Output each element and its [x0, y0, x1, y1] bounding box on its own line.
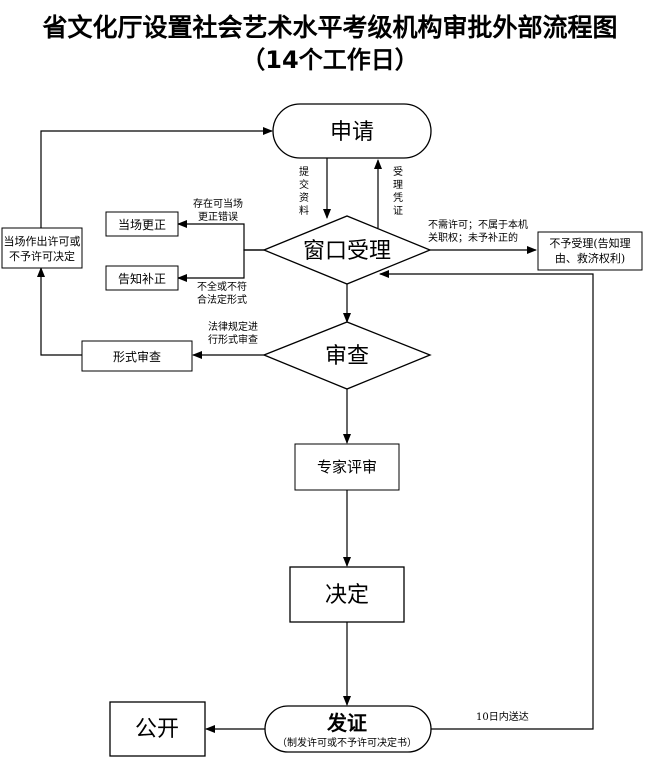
- label-receipt-2: 理: [393, 179, 403, 191]
- arrow-decision-to-apply: [40, 127, 273, 228]
- label-incomplete-1: 不全或不符: [197, 280, 247, 293]
- node-formal-review-label: 形式审查: [113, 349, 161, 364]
- arrow-onsite-correct: [177, 220, 264, 251]
- label-no-permit-2: 关职权；未予补正的: [428, 231, 518, 244]
- node-onsite-correct: [105, 211, 179, 237]
- arrow-notify-supplement: [177, 249, 264, 282]
- node-apply: [272, 103, 432, 159]
- label-can-correct-2: 更正错误: [198, 210, 238, 223]
- chart-title-line2: （14个工作日）: [241, 46, 419, 74]
- node-issue-sub: （制发许可或不予许可决定书）: [277, 736, 417, 749]
- node-apply-label: 申请: [330, 120, 374, 145]
- node-reject-line2: 由、救济权利): [555, 251, 625, 265]
- label-submit-4: 料: [299, 204, 309, 217]
- label-law-review-2: 行形式审查: [208, 333, 258, 346]
- label-can-correct-1: 存在可当场: [193, 197, 243, 210]
- label-receipt-4: 证: [393, 205, 403, 217]
- label-submit-1: 提: [299, 166, 309, 178]
- node-onsite-decision-line1: 当场作出许可或: [4, 234, 81, 248]
- node-reject: [537, 231, 643, 271]
- node-notify-supplement-label: 告知补正: [118, 272, 166, 286]
- node-window: [262, 215, 432, 285]
- label-submit-2: 交: [299, 178, 309, 191]
- arrow-formal-to-decision: [37, 267, 82, 356]
- connectors: [37, 127, 594, 733]
- node-issue: [264, 705, 432, 753]
- node-expert-label: 专家评审: [317, 458, 377, 476]
- node-publish: [109, 701, 206, 757]
- label-no-permit-1: 不需许可；不属于本机: [428, 218, 528, 231]
- node-onsite-decision-line2: 不予许可决定: [9, 249, 75, 263]
- node-decide-label: 决定: [325, 583, 369, 608]
- node-onsite-decision: [1, 227, 83, 269]
- node-formal-review: [81, 340, 193, 372]
- node-window-label: 窗口受理: [303, 239, 391, 264]
- node-notify-supplement: [105, 265, 179, 291]
- label-incomplete-2: 合法定形式: [197, 293, 247, 306]
- node-publish-label: 公开: [135, 717, 179, 742]
- node-review: [262, 321, 432, 390]
- label-deliver: 10日内送达: [476, 710, 529, 723]
- label-receipt-3: 凭: [393, 191, 403, 204]
- node-expert: [294, 443, 400, 491]
- label-receipt-1: 受: [393, 166, 403, 178]
- label-law-review-1: 法律规定进: [208, 320, 258, 333]
- node-issue-label: 发证: [326, 711, 367, 735]
- node-decide: [289, 566, 405, 623]
- arrow-deliver: [379, 270, 594, 730]
- node-onsite-correct-label: 当场更正: [118, 218, 166, 232]
- node-reject-line1: 不予受理(告知理: [549, 236, 630, 250]
- node-review-label: 审查: [325, 344, 369, 369]
- label-submit-3: 资: [299, 192, 309, 204]
- chart-title-line1: 省文化厅设置社会艺术水平考级机构审批外部流程图: [42, 13, 618, 42]
- edge-labels: 提 交 资 料 受 理 凭 证 存在可当场 更正错误 不全或不符 合法定形式 不…: [193, 166, 529, 723]
